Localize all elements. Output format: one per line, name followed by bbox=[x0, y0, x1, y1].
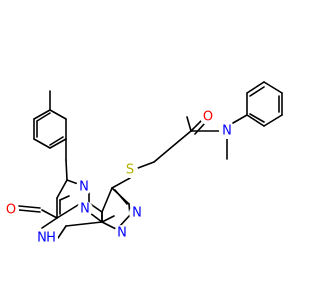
bond-line bbox=[57, 225, 67, 239]
atom-label-n-ring-3: N bbox=[132, 206, 142, 221]
bond-layer bbox=[18, 81, 283, 239]
atom-bg bbox=[114, 225, 130, 241]
bond-line bbox=[41, 209, 58, 219]
bond-line bbox=[249, 113, 265, 123]
atom-bg bbox=[129, 205, 145, 221]
bond-line bbox=[101, 215, 115, 223]
bond-line bbox=[41, 217, 58, 229]
bond-line bbox=[49, 138, 67, 149]
bond-line bbox=[49, 109, 67, 120]
atom-n-ring-1: N bbox=[76, 179, 92, 195]
bond-line bbox=[49, 136, 64, 146]
atom-label-n-ring-4: N bbox=[117, 226, 127, 241]
atom-n-ring-4: N bbox=[114, 225, 130, 241]
atom-label-o-keto: O bbox=[6, 203, 16, 218]
atom-label-s-thioether: S bbox=[126, 163, 134, 178]
bond-line bbox=[59, 195, 70, 201]
atom-label-o-amide: O bbox=[203, 110, 213, 125]
atom-o-amide: O bbox=[200, 109, 216, 125]
bond-line bbox=[65, 221, 103, 227]
atom-label-n-ring-2: N bbox=[80, 202, 90, 217]
bond-line bbox=[114, 189, 128, 205]
atom-label-nh-h: H bbox=[46, 231, 56, 246]
atom-bg bbox=[219, 123, 235, 139]
atom-n-ring-3: N bbox=[129, 205, 145, 221]
bond-line bbox=[33, 109, 51, 120]
atom-label-layer: N O S N N N N N H bbox=[3, 109, 235, 246]
bond-line bbox=[249, 86, 265, 97]
bond-line bbox=[89, 212, 103, 223]
bond-line bbox=[246, 114, 265, 127]
bond-line bbox=[263, 114, 283, 127]
bond-line bbox=[65, 159, 68, 181]
atom-nh-ring: N H bbox=[35, 230, 58, 246]
atom-bg bbox=[3, 202, 19, 218]
bond-line bbox=[118, 214, 131, 228]
bond-line bbox=[190, 119, 203, 132]
atom-s-thioether: S bbox=[122, 162, 138, 178]
atom-bg bbox=[200, 109, 216, 125]
atom-n-amide: N bbox=[219, 123, 235, 139]
bond-line bbox=[137, 161, 155, 169]
bond-line bbox=[111, 177, 131, 189]
bond-line bbox=[101, 221, 117, 230]
atom-label-nh-n: N bbox=[37, 231, 47, 246]
molecule-diagram: N O S N N N N N H bbox=[3, 81, 283, 246]
atom-bg bbox=[77, 201, 93, 217]
bond-line bbox=[18, 205, 41, 209]
atom-bg bbox=[76, 179, 92, 195]
bond-line bbox=[186, 116, 192, 132]
atom-n-ring-2: N bbox=[77, 201, 93, 217]
bond-line bbox=[263, 81, 283, 94]
atom-bg bbox=[122, 162, 138, 178]
bond-line bbox=[56, 179, 68, 199]
bond-line bbox=[56, 204, 79, 219]
atom-label-n-amide: N bbox=[222, 124, 232, 139]
bond-line bbox=[232, 114, 248, 124]
bond-line bbox=[153, 145, 174, 163]
atom-label-n-ring-1: N bbox=[79, 180, 89, 195]
bond-line bbox=[194, 122, 206, 135]
bond-line bbox=[246, 81, 265, 94]
bond-line bbox=[33, 138, 51, 149]
atom-bg bbox=[35, 230, 58, 246]
bond-line bbox=[101, 187, 113, 213]
bond-line bbox=[36, 112, 51, 122]
bond-line bbox=[66, 179, 79, 185]
atom-o-keto: O bbox=[3, 202, 19, 218]
bond-line bbox=[18, 209, 41, 213]
bond-line bbox=[172, 130, 192, 147]
